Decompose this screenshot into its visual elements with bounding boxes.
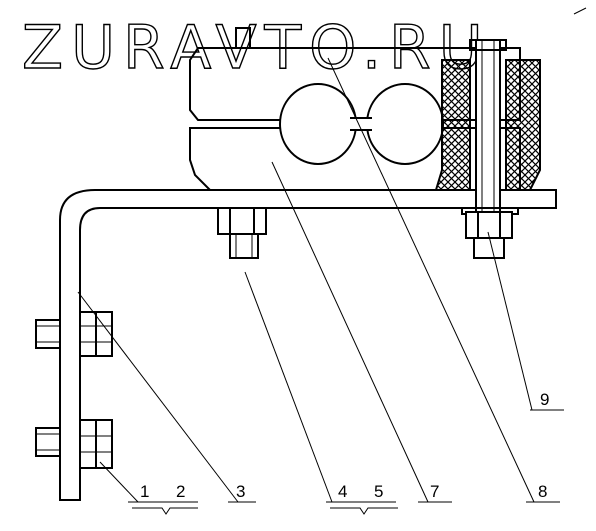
callout-label-4: 4	[338, 482, 347, 501]
central-stud	[475, 39, 501, 221]
callout-label-2: 2	[176, 482, 185, 501]
l-bracket	[59, 189, 557, 501]
nut-left	[217, 207, 267, 259]
callout-label-8: 8	[538, 482, 547, 501]
pipe-bore-right	[366, 83, 444, 165]
callout-label-9: 9	[540, 390, 549, 409]
callout-label-7: 7	[430, 482, 439, 501]
bolt-lower	[35, 419, 113, 469]
clamp-body-upper	[189, 47, 521, 121]
leader-lines	[77, 57, 535, 503]
callout-label-3: 3	[236, 482, 245, 501]
callout-label-5: 5	[374, 482, 383, 501]
pipe-bore-left	[279, 83, 357, 165]
bolt-upper	[35, 311, 113, 357]
rubber-insert-right	[505, 59, 541, 191]
callout-label-1: 1	[140, 482, 149, 501]
rubber-insert-left	[434, 59, 471, 191]
